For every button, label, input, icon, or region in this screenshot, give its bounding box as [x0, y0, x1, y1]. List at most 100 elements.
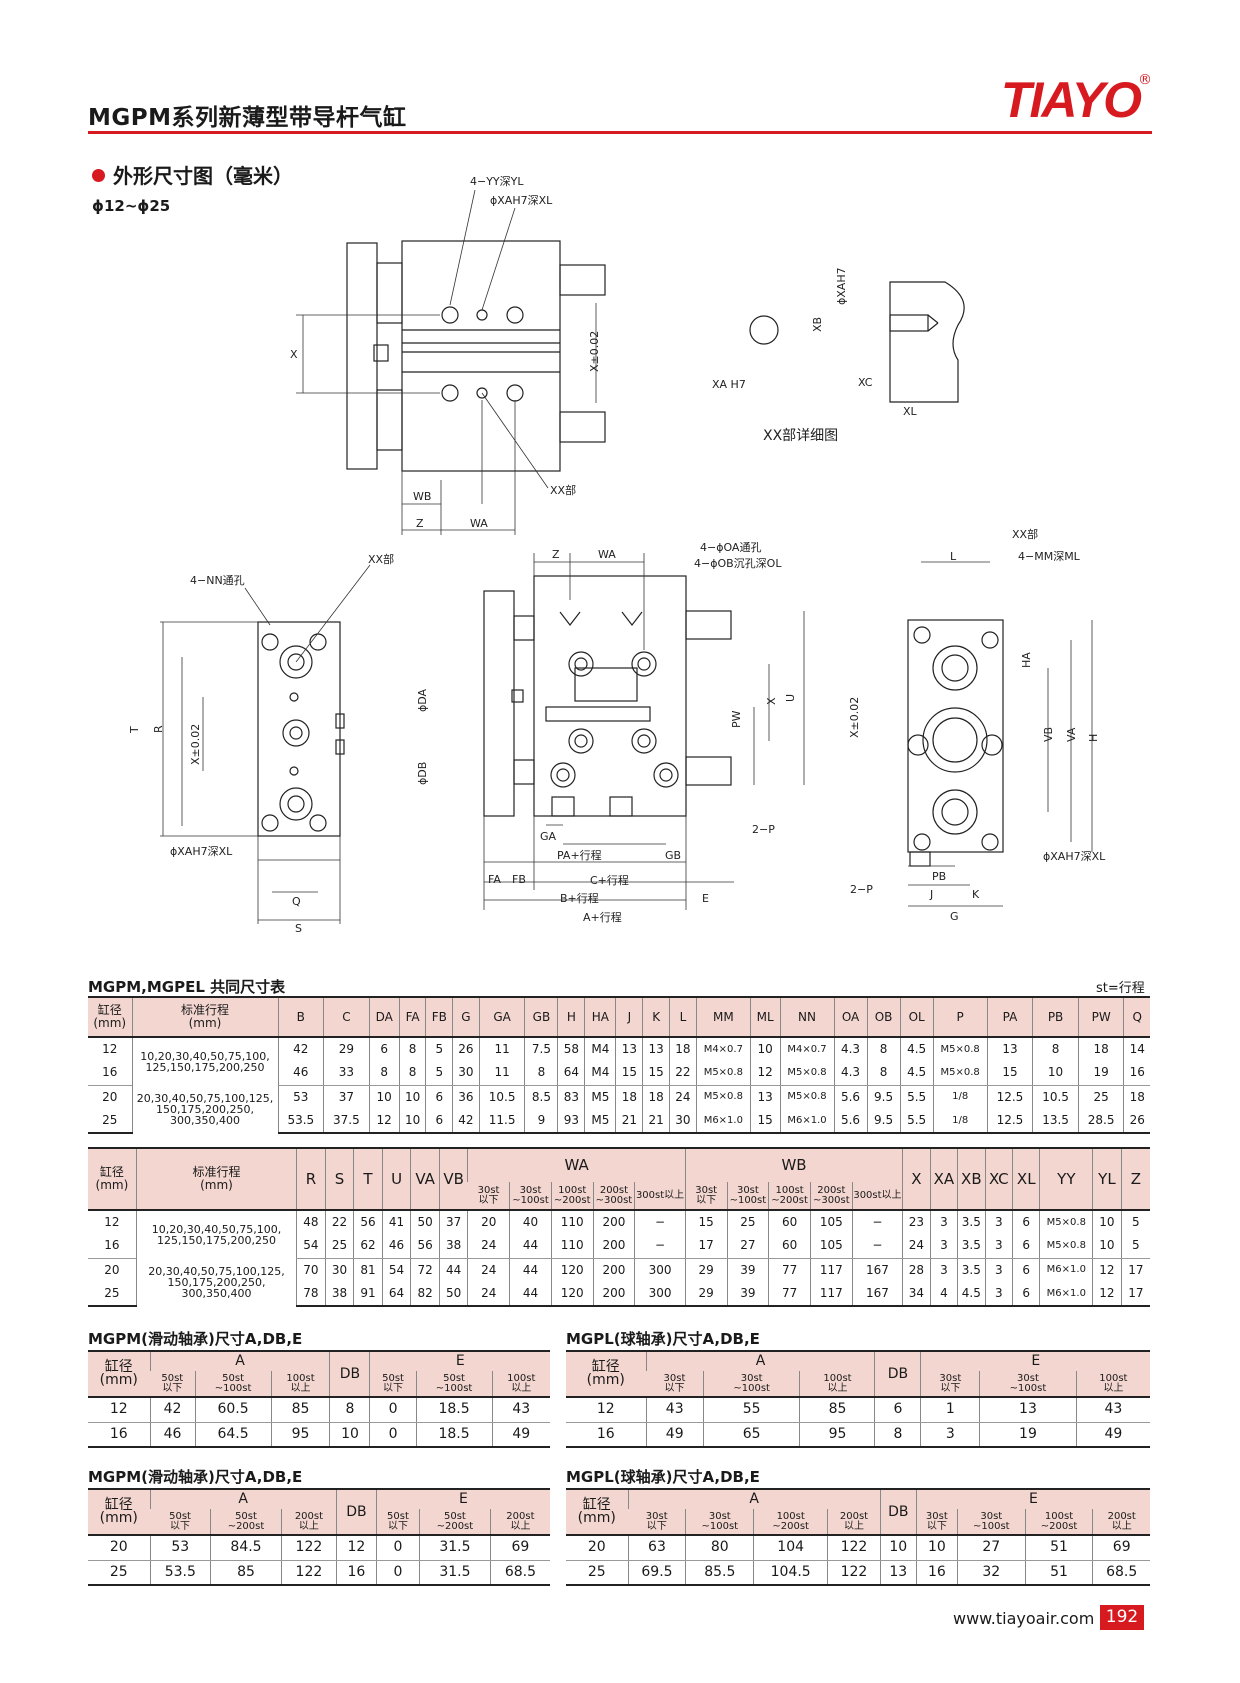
table-cell: 8: [368, 1061, 400, 1086]
table-cell: 42: [277, 1037, 324, 1061]
table-cell: 18: [1077, 1037, 1124, 1061]
table-cell: 30st~100st: [509, 1182, 552, 1211]
table-cell: 24: [467, 1234, 510, 1259]
label-xc: XC: [858, 376, 873, 389]
table-cell: 30st~100st: [685, 1509, 754, 1536]
table-cell: 16: [88, 1061, 132, 1086]
table-cell: 10,20,30,40,50,75,100,125,150,175,200,25…: [131, 1037, 278, 1085]
table-cell: 25: [88, 1560, 150, 1586]
t5-caption: MGPM(滑动轴承)尺寸A,DB,E: [88, 1468, 303, 1486]
table-cell: 缸径(mm): [88, 1488, 150, 1536]
table-cell: 12: [1092, 1258, 1122, 1282]
label-c: C+行程: [590, 874, 629, 887]
table-cell: 85.5: [685, 1560, 754, 1586]
table-cell: XL: [1012, 1147, 1040, 1211]
table-cell: M5×0.8: [1039, 1210, 1093, 1234]
table-cell: 10: [915, 1535, 958, 1561]
table-cell: 3: [920, 1422, 980, 1448]
table-cell: 27: [956, 1535, 1026, 1561]
table-cell: 60: [768, 1210, 811, 1234]
label-ha: HA: [1020, 652, 1033, 668]
t6-caption: MGPL(球轴承)尺寸A,DB,E: [566, 1468, 760, 1486]
table-cell: 8: [524, 1061, 558, 1086]
table-cell: E: [369, 1350, 550, 1371]
table-cell: 24: [467, 1258, 510, 1282]
label-r: R: [152, 725, 165, 733]
table-cell: 25: [88, 1282, 137, 1307]
table-cell: 1/8: [932, 1085, 988, 1109]
table-cell: 4.3: [833, 1061, 868, 1086]
label-va: VA: [1065, 727, 1078, 742]
drawing-labels: 4−YY深YL ϕXAH7深XL X X±0.02 WB Z WA XX部 XA…: [128, 175, 1106, 935]
table-cell: 16: [335, 1560, 377, 1586]
label-x-side: X: [765, 697, 778, 705]
table-cell: 84.5: [210, 1535, 282, 1561]
table-cell: J: [615, 996, 643, 1038]
table-cell: −: [634, 1234, 686, 1259]
table-cell: 10: [398, 1085, 426, 1109]
table-cell: 60: [768, 1234, 811, 1259]
table-cell: 200: [592, 1234, 635, 1259]
footer-url[interactable]: www.tiayoair.com: [953, 1609, 1095, 1628]
table-cell: 15: [684, 1210, 728, 1234]
table-cell: 38: [438, 1234, 468, 1259]
table-cell: 28: [902, 1258, 931, 1282]
table-cell: 12.5: [986, 1109, 1033, 1134]
table-cell: OL: [899, 996, 934, 1038]
table-cell: 12: [1092, 1282, 1122, 1307]
table-cell: M4: [584, 1061, 616, 1086]
table-cell: 5: [1120, 1234, 1150, 1259]
table-cell: 54: [381, 1258, 411, 1282]
table-cell: 55: [702, 1397, 800, 1423]
table-cell: 3.5: [957, 1210, 986, 1234]
label-xx-top: XX部: [550, 483, 576, 497]
table-cell: 39: [726, 1282, 769, 1307]
table-cell: 53: [149, 1535, 211, 1561]
table-cell: 15: [986, 1061, 1033, 1086]
table-cell: HA: [584, 996, 616, 1038]
table-cell: 300st以上: [851, 1182, 903, 1211]
table-cell: 50st~100st: [194, 1371, 272, 1398]
table-cell: 1: [920, 1397, 980, 1423]
table-cell: 85: [799, 1397, 875, 1423]
table-cell: OB: [866, 996, 901, 1038]
table-cell: 4.5: [899, 1061, 934, 1086]
table-cell: 12: [368, 1109, 400, 1134]
table-cell: U: [381, 1147, 411, 1211]
table-cell: 22: [669, 1061, 697, 1086]
table-cell: 21: [615, 1109, 643, 1134]
table-cell: 49: [491, 1422, 550, 1448]
table-cell: 5: [425, 1037, 453, 1061]
table-cell: L: [669, 996, 697, 1038]
label-gb: GB: [665, 849, 681, 862]
table-cell: 117: [809, 1258, 853, 1282]
table-cell: A: [149, 1488, 337, 1509]
table-cell: 17: [1120, 1258, 1150, 1282]
table-cell: 5: [1120, 1210, 1150, 1234]
table-cell: 81: [353, 1258, 383, 1282]
table-cell: 122: [827, 1535, 881, 1561]
table-cell: 15: [749, 1109, 781, 1134]
table-cell: 10: [1032, 1061, 1079, 1086]
table-cell: 16: [88, 1234, 137, 1259]
header-rule: [88, 131, 1152, 134]
label-g: G: [950, 910, 959, 923]
table-cell: M5×0.8: [695, 1061, 751, 1086]
table-cell: 77: [768, 1282, 811, 1307]
table-cell: 19: [1077, 1061, 1124, 1086]
table-cell: −: [851, 1210, 903, 1234]
table-cell: 10,20,30,40,50,75,100,125,150,175,200,25…: [135, 1210, 297, 1258]
label-xa-h7: XA H7: [712, 378, 746, 391]
table-cell: 28.5: [1077, 1109, 1124, 1134]
table-cell: 43: [1075, 1397, 1150, 1423]
table-cell: 120: [550, 1282, 594, 1307]
table-cell: E: [915, 1488, 1150, 1509]
table-cell: 36: [452, 1085, 480, 1109]
table-cell: 16: [915, 1560, 958, 1586]
